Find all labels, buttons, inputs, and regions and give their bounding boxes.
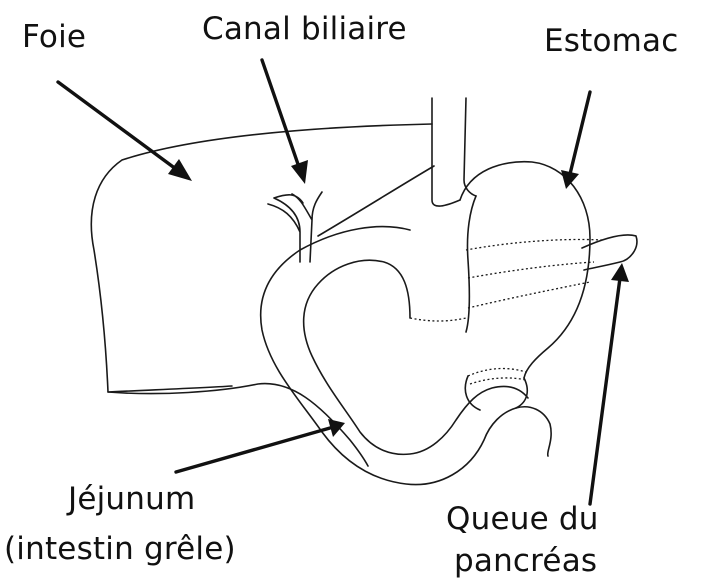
stomach-outline [460,162,590,378]
label-stomach: Estomac [544,22,679,60]
arrow-jejunum-shaft [176,428,330,472]
arrow-bile-duct-shaft [262,60,300,170]
label-jejunum-line1: Jéjunum [68,480,195,518]
arrow-liver-head [168,159,192,181]
label-liver: Foie [22,18,86,56]
jejunum-outer-outline [261,227,552,485]
stomach-inner-curve [466,196,476,332]
liver-fissure [318,166,434,236]
liver-outline [91,124,432,466]
arrow-stomach-shaft [570,92,590,174]
arrow-bile-duct-head [291,160,308,184]
jejunum-anastomosis-dotted [410,318,466,321]
duodenum-outline [465,376,527,410]
arrow-stomach-head [561,170,579,189]
arrow-jejunum-head [328,419,345,437]
pancreas-dotted-middle [468,262,594,278]
label-pancreas-line2: pancréas [454,542,597,580]
label-pancreas-line1: Queue du [446,500,599,538]
arrow-pancreas-shaft [590,278,620,504]
label-jejunum-line2: (intestin grêle) [4,530,236,568]
label-bile-duct: Canal biliaire [202,10,407,48]
pancreas-dotted-lower [468,282,590,308]
pylorus-ring-dotted [468,369,526,384]
esophagus-outline [432,98,476,206]
arrow-liver-shaft [58,82,180,172]
arrow-pancreas-head [611,263,629,282]
bile-duct-outline [268,192,322,262]
